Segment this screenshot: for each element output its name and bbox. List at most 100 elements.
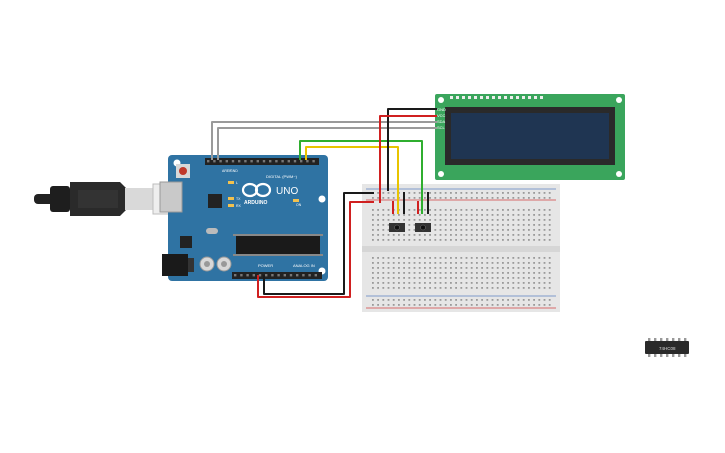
breadboard-hole (460, 239, 463, 241)
push-button-icon[interactable] (415, 223, 431, 232)
breadboard-hole (481, 262, 483, 264)
digital-header[interactable] (205, 158, 319, 165)
crystal (206, 228, 218, 234)
breadboard-hole (507, 267, 509, 269)
lcd-pin-label: VCC (437, 113, 446, 118)
breadboard-hole (444, 257, 447, 259)
reset-button-icon[interactable] (176, 164, 190, 178)
power-analog-header[interactable] (232, 272, 322, 279)
lcd-module[interactable]: GND VCC SDA SCL (435, 94, 625, 180)
wire-red[interactable] (379, 115, 437, 203)
arduino-board[interactable]: ARDUINO UNO DIGITAL (PWM~) POWER ANALOG … (159, 155, 328, 281)
breadboard-hole (413, 224, 416, 226)
breadboard-hole (512, 282, 515, 284)
header-pin (293, 160, 297, 163)
breadboard-hole (470, 214, 473, 216)
breadboard-hole (528, 262, 530, 264)
header-pin (258, 274, 262, 277)
breadboard-hole (548, 192, 551, 194)
breadboard-hole (398, 287, 400, 289)
breadboard-hole (377, 282, 379, 284)
breadboard-hole (496, 209, 499, 211)
breadboard-hole (398, 272, 400, 274)
header-pin (283, 274, 286, 277)
breadboard-hole (392, 282, 395, 284)
breadboard-hole (470, 209, 473, 211)
breadboard-hole (486, 304, 489, 306)
breadboard-hole (450, 272, 452, 274)
breadboard-hole (481, 287, 483, 289)
header-pin (234, 274, 237, 277)
lcd-pin (450, 96, 453, 99)
breadboard-hole (387, 267, 390, 269)
breadboard-hole (538, 299, 541, 301)
usb-cable-icon[interactable] (34, 182, 170, 216)
breadboard-hole (533, 197, 535, 199)
breadboard-hole (450, 277, 452, 279)
breadboard[interactable] (362, 184, 560, 312)
breadboard-hole (470, 257, 473, 259)
lcd-pin (474, 96, 477, 99)
breadboard-hole (517, 197, 520, 199)
breadboard-hole (377, 257, 379, 259)
breadboard-hole (429, 272, 431, 274)
breadboard-hole (450, 234, 452, 236)
breadboard-hole (496, 267, 499, 269)
on-label: ON (296, 203, 302, 207)
breadboard-hole (486, 197, 489, 199)
breadboard-hole (543, 214, 546, 216)
wire-black[interactable] (263, 192, 374, 295)
breadboard-hole (387, 219, 390, 221)
breadboard-hole (398, 214, 400, 216)
breadboard-hole (512, 277, 515, 279)
breadboard-hole (434, 219, 437, 221)
breadboard-hole (377, 229, 379, 231)
breadboard-hole (470, 272, 473, 274)
breadboard-hole (413, 209, 416, 211)
breadboard-hole (434, 224, 437, 226)
breadboard-hole (538, 277, 541, 279)
breadboard-hole (434, 282, 437, 284)
breadboard-hole (413, 299, 416, 301)
wire-gray[interactable] (217, 127, 437, 160)
breadboard-hole (382, 209, 385, 211)
breadboard-hole (418, 209, 421, 211)
breadboard-hole (455, 192, 457, 194)
breadboard-hole (444, 272, 447, 274)
breadboard-hole (418, 214, 421, 216)
breadboard-hole (502, 224, 504, 226)
wire-yellow[interactable] (305, 146, 399, 214)
breadboard-hole (372, 282, 374, 284)
breadboard-hole (496, 234, 499, 236)
breadboard-hole (444, 234, 447, 236)
ic-pin (672, 354, 675, 357)
wire-gray[interactable] (211, 121, 437, 160)
breadboard-hole (522, 209, 525, 211)
breadboard-hole (424, 257, 426, 259)
push-button-icon[interactable] (389, 223, 405, 232)
breadboard-hole (538, 197, 541, 199)
wire-red[interactable] (257, 201, 374, 298)
wire-green[interactable] (299, 140, 423, 214)
header-pin (312, 160, 315, 163)
breadboard-hole (502, 272, 504, 274)
breadboard-hole (403, 272, 405, 274)
breadboard-hole (439, 304, 442, 306)
breadboard-hole (522, 267, 525, 269)
breadboard-hole (465, 257, 468, 259)
wire-black[interactable] (387, 108, 437, 191)
breadboard-hole (408, 304, 411, 306)
breadboard-hole (408, 234, 411, 236)
breadboard-hole (413, 272, 416, 274)
breadboard-hole (507, 209, 509, 211)
breadboard-hole (439, 272, 442, 274)
breadboard-hole (496, 224, 499, 226)
ic-74hc08[interactable]: 74HC08 (645, 338, 689, 357)
breadboard-hole (507, 224, 509, 226)
wires[interactable] (211, 108, 437, 298)
breadboard-hole (429, 262, 431, 264)
breadboard-hole (424, 282, 426, 284)
breadboard-hole (507, 192, 509, 194)
breadboard-hole (424, 304, 426, 306)
